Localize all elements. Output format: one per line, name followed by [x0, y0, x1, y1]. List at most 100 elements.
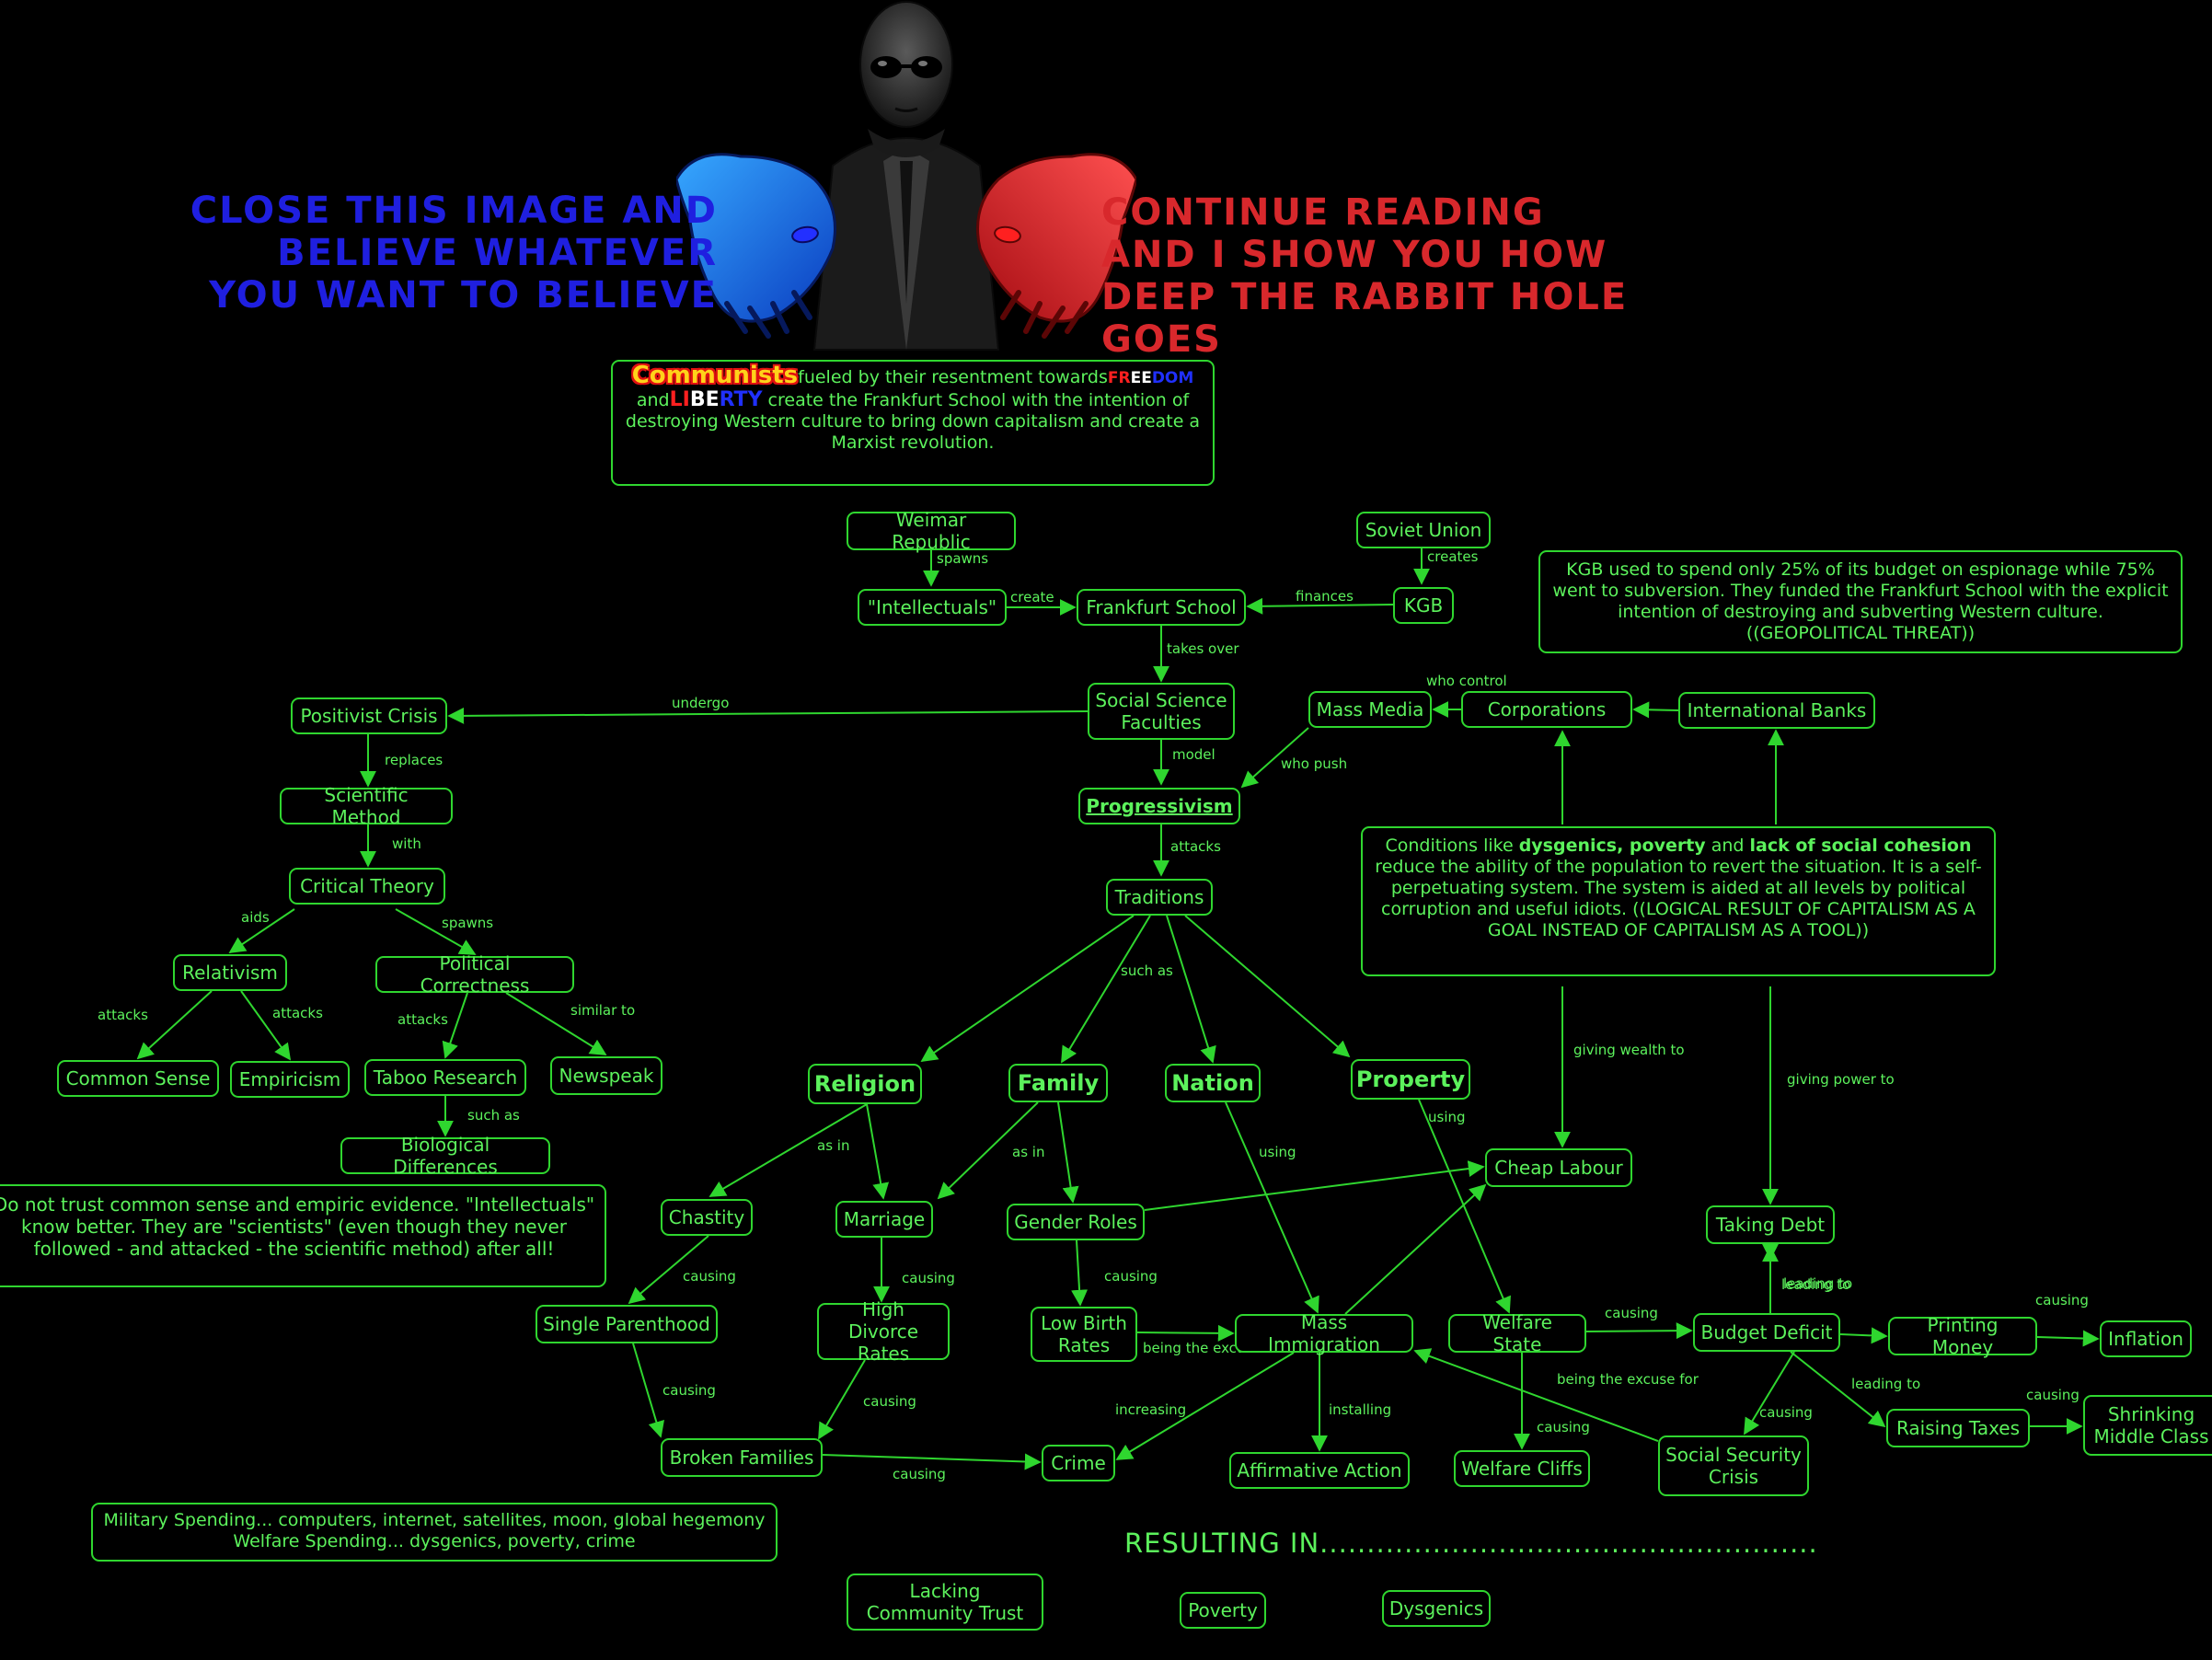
edge-label-spawns: spawns	[442, 915, 493, 931]
edge-label-installing: installing	[1329, 1401, 1391, 1418]
edge-label-causing: causing	[1104, 1268, 1158, 1285]
node-property: Property	[1351, 1059, 1470, 1100]
node-empiricism: Empiricism	[230, 1061, 350, 1098]
node-social-science: Social Science Faculties	[1088, 683, 1235, 740]
edge-label-being-the-excuse-for: being the excuse for	[1557, 1371, 1699, 1388]
edge-arrow	[1240, 727, 1309, 789]
edge-arrow	[395, 908, 477, 955]
node-progressivism: Progressivism	[1078, 788, 1240, 824]
node-shrinking-middle: Shrinking Middle Class	[2083, 1395, 2212, 1456]
kgb-note: KGB used to spend only 25% of its budget…	[1538, 550, 2183, 653]
communists-label: Communists	[631, 362, 799, 389]
node-corporations: Corporations	[1461, 691, 1632, 728]
edge-label-finances: finances	[1296, 588, 1354, 605]
node-inflation: Inflation	[2100, 1320, 2192, 1357]
edge-arrow	[632, 1343, 665, 1438]
node-mass-immigration: Mass Immigration	[1235, 1311, 1413, 1355]
edge-arrow	[1061, 915, 1151, 1064]
node-affirmative-action: Affirmative Action	[1229, 1452, 1410, 1489]
edge-label-as-in: as in	[1012, 1144, 1044, 1160]
edge-label-giving-power-to: giving power to	[1787, 1071, 1895, 1088]
edge-label-create: create	[1010, 589, 1054, 605]
edge-label-attacks: attacks	[272, 1005, 323, 1021]
edge-arrow	[1344, 1183, 1487, 1315]
node-raising-taxes: Raising Taxes	[1886, 1409, 2030, 1447]
blue-pill-headline: CLOSE THIS IMAGE AND BELIEVE WHATEVER YO…	[190, 190, 718, 317]
edge-arrow	[447, 707, 1089, 724]
edge-arrow	[1744, 1351, 1795, 1435]
node-kgb: KGB	[1393, 587, 1454, 624]
node-taboo-research: Taboo Research	[364, 1059, 526, 1096]
node-poverty: Poverty	[1180, 1592, 1266, 1629]
edge-arrow	[1632, 701, 1679, 719]
edge-arrow	[240, 990, 292, 1061]
edge-label-causing: causing	[683, 1268, 736, 1285]
edge-label-creates: creates	[1427, 548, 1479, 565]
node-traditions: Traditions	[1106, 879, 1213, 916]
edge-label-model: model	[1172, 746, 1215, 763]
edge-arrow	[937, 1101, 1039, 1200]
edge-label-causing: causing	[1537, 1419, 1590, 1435]
edge-label-who-push: who push	[1281, 755, 1347, 772]
edge-arrow	[228, 908, 295, 954]
edge-label-giving-wealth-to: giving wealth to	[1573, 1042, 1685, 1058]
conditions-bold-1: dysgenics, poverty	[1518, 836, 1706, 856]
node-political-correctness: Political Correctness	[375, 952, 574, 997]
edge-label-causing: causing	[1605, 1305, 1658, 1321]
conditions-text-1: Conditions like	[1385, 836, 1519, 856]
edge-arrow	[1790, 1351, 1886, 1428]
node-newspeak: Newspeak	[550, 1056, 662, 1095]
node-intellectuals: "Intellectuals"	[858, 589, 1007, 626]
node-gender-roles: Gender Roles	[1007, 1204, 1145, 1240]
node-biological-differences: Biological Differences	[340, 1134, 550, 1178]
edge-arrow	[818, 1359, 866, 1440]
edge-label-attacks: attacks	[98, 1007, 148, 1023]
edge-arrow	[1144, 1160, 1485, 1211]
trust-note: Do not trust common sense and empiric ev…	[0, 1184, 606, 1287]
edge-label-causing: causing	[2035, 1292, 2089, 1308]
node-critical-theory: Critical Theory	[289, 868, 445, 905]
edge-label-leading-to: leading to	[1781, 1276, 1850, 1293]
node-single-parenthood: Single Parenthood	[536, 1305, 718, 1343]
node-nation: Nation	[1165, 1064, 1261, 1102]
node-crime: Crime	[1042, 1445, 1115, 1481]
edge-label-attacks: attacks	[1170, 838, 1221, 855]
edge-label-similar-to: similar to	[570, 1002, 635, 1019]
node-chastity: Chastity	[661, 1199, 753, 1236]
edge-arrow	[442, 992, 468, 1059]
node-lacking-trust: Lacking Community Trust	[847, 1574, 1043, 1631]
node-mass-media: Mass Media	[1308, 691, 1432, 728]
conditions-text-2: and	[1705, 836, 1750, 856]
edge-label-who-control: who control	[1426, 673, 1507, 689]
node-common-sense: Common Sense	[57, 1060, 219, 1097]
freedom-word: FREEDOM	[1107, 369, 1194, 387]
node-frankfurt: Frankfurt School	[1077, 589, 1246, 626]
node-printing-money: Printing Money	[1888, 1314, 2037, 1358]
edge-label-leading-to: leading to	[1851, 1376, 1920, 1392]
edge-arrow	[1225, 1101, 1319, 1314]
edge-arrow	[822, 1453, 1042, 1470]
edge-arrow	[1839, 1327, 1888, 1344]
node-dysgenics: Dysgenics	[1382, 1590, 1491, 1627]
node-high-divorce: High Divorce Rates	[817, 1298, 950, 1365]
node-positivist: Positivist Crisis	[291, 697, 447, 734]
intro-text-2: create the Frankfurt School with the int…	[625, 390, 1201, 453]
node-welfare-state: Welfare State	[1448, 1311, 1586, 1355]
conditions-text-3: reduce the ability of the population to …	[1375, 857, 1982, 940]
edge-label-using: using	[1259, 1144, 1296, 1160]
edge-arrow	[2036, 1330, 2100, 1347]
node-intl-banks: International Banks	[1678, 692, 1875, 729]
edge-arrow	[1057, 1101, 1079, 1204]
conditions-note: Conditions like dysgenics, poverty and l…	[1361, 826, 1996, 976]
intro-and: and	[636, 390, 670, 410]
edge-label-undergo: undergo	[672, 695, 729, 711]
resulting-in-label: RESULTING IN............................…	[1124, 1527, 1818, 1559]
edge-label-causing: causing	[863, 1393, 916, 1410]
edge-label-attacks: attacks	[397, 1011, 448, 1028]
edge-label-aids: aids	[241, 909, 270, 926]
edge-arrow	[1166, 915, 1216, 1064]
conditions-bold-2: lack of social cohesion	[1749, 836, 1972, 856]
edge-label-causing: causing	[1759, 1404, 1813, 1421]
